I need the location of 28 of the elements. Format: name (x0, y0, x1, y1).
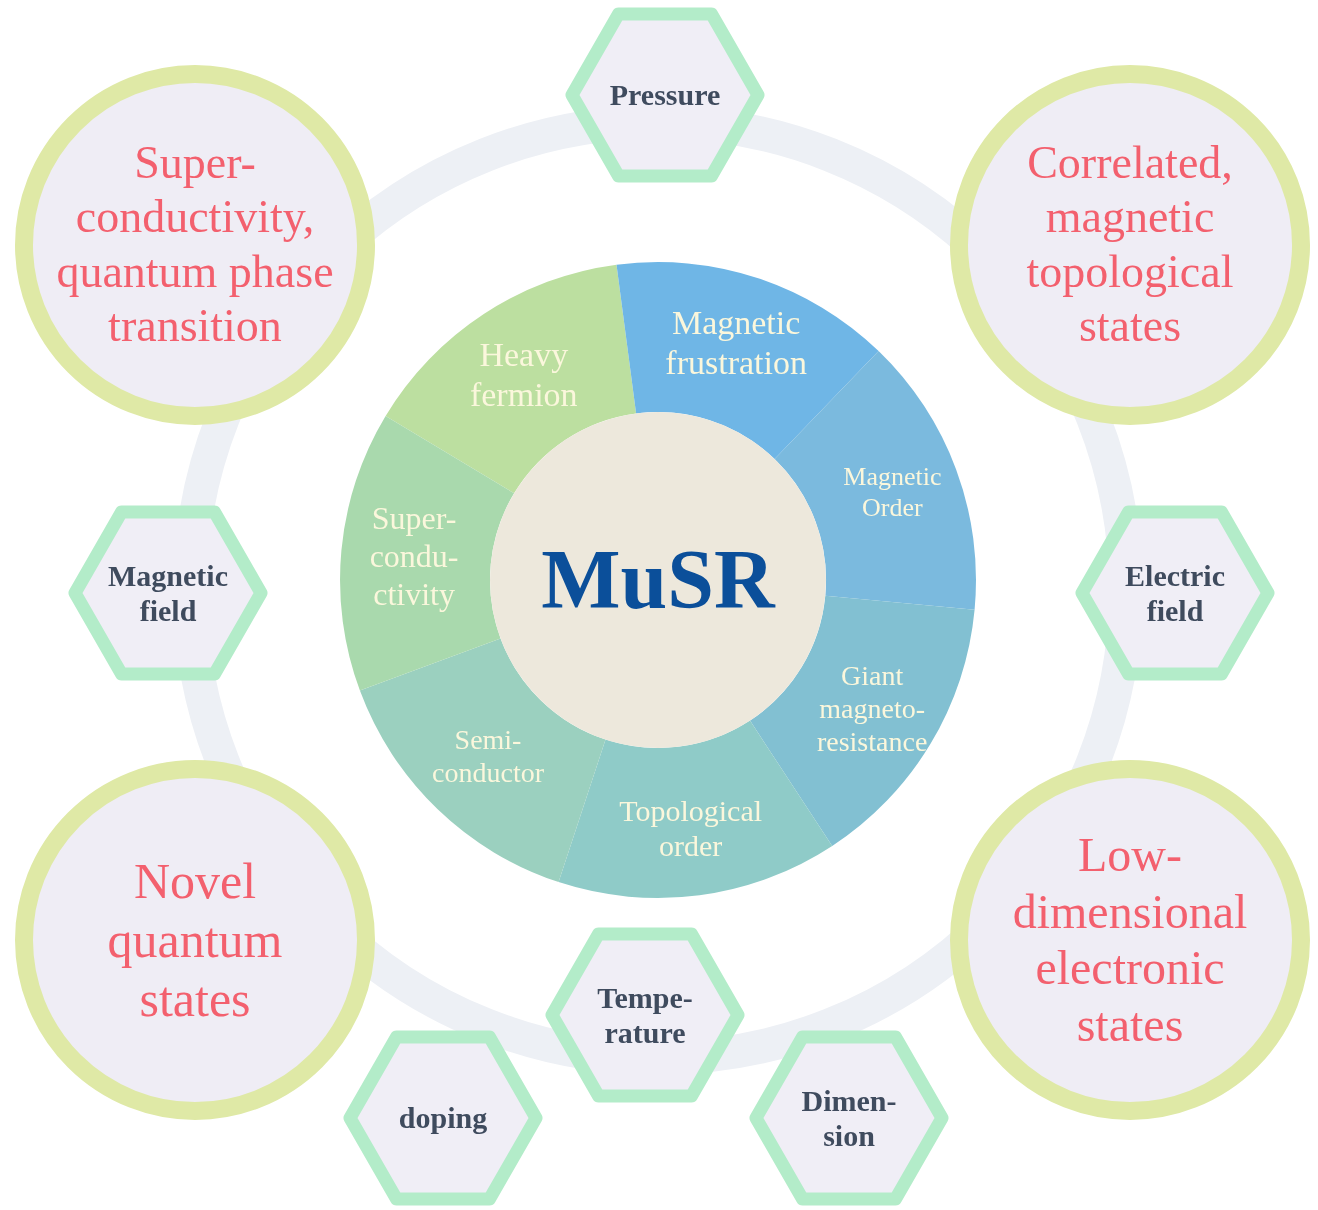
donut-segment (616, 262, 879, 460)
segment-label: Semi- conductor (431, 723, 545, 790)
circle-label: Novel quantum states (106, 851, 284, 1029)
donut-segment (385, 264, 637, 494)
hexagon-label: Tempe- rature (596, 979, 694, 1051)
parameter-hexagon (68, 505, 268, 681)
parameter-hexagon (545, 927, 745, 1103)
hexagon-label: doping (397, 1100, 489, 1136)
parameter-hexagon (749, 1030, 949, 1206)
segment-label: Giant magneto- resistance (815, 659, 929, 759)
segment-label: Super- condu- ctivity (368, 500, 460, 614)
segment-label: Magnetic Order (842, 462, 943, 524)
hexagon-label: Magnetic field (107, 557, 229, 629)
donut-segment (340, 415, 515, 691)
circle-label: Super- conductivity, quantum phase transition (55, 136, 335, 354)
hexagon-label: Electric field (1124, 557, 1226, 629)
segment-label: Heavy fermion (468, 334, 579, 415)
hexagon-label: Pressure (608, 77, 722, 113)
circle-label: Low- dimensional electronic states (1011, 826, 1249, 1053)
parameter-hexagon (1075, 505, 1275, 681)
circle-label: Correlated, magnetic topological states (1025, 136, 1235, 354)
hexagon-label: Dimen- sion (800, 1082, 898, 1154)
segment-label: Magnetic frustration (664, 302, 808, 383)
parameter-hexagon (565, 7, 765, 183)
donut-segment (359, 638, 606, 883)
segment-label: Topological order (618, 792, 764, 864)
parameter-hexagon (343, 1030, 543, 1206)
center-title: MuSR (541, 532, 775, 629)
